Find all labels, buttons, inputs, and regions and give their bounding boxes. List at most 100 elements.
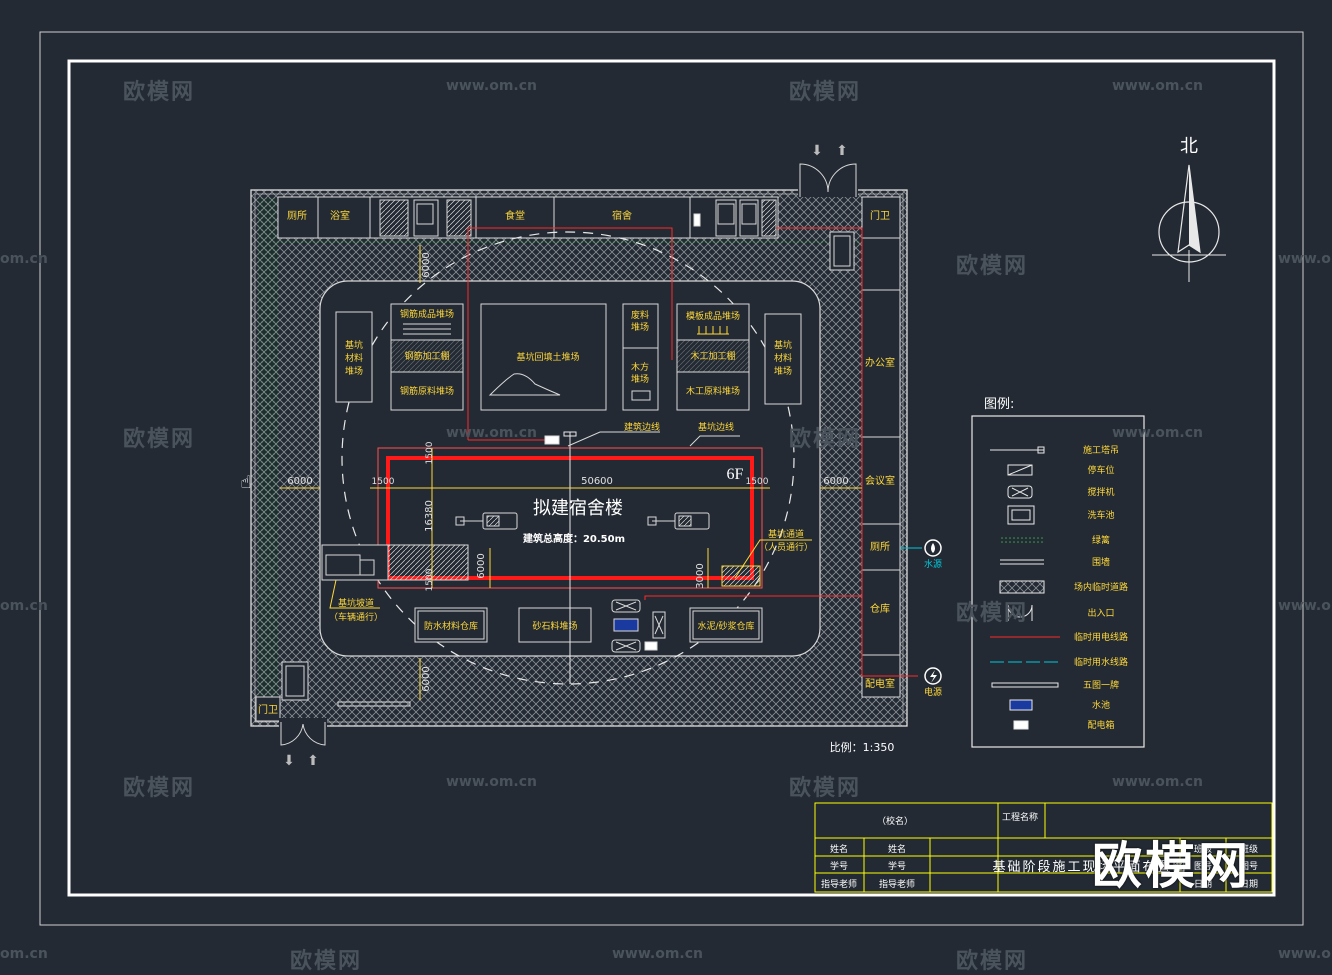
watermark-url: www.om.cn <box>1112 78 1204 94</box>
watermark-url: www.om.cn <box>1278 946 1332 962</box>
excavator-left <box>455 512 518 530</box>
legend-title: 图例: <box>984 397 1014 412</box>
pit-material-right <box>764 313 802 405</box>
watermark-url: www.om.cn <box>1278 598 1332 614</box>
svg-text:废料: 废料 <box>631 309 649 321</box>
watermark-url: www.om.cn <box>1112 425 1204 441</box>
svg-text:材料: 材料 <box>345 352 363 364</box>
dim-1500-top: 1500 <box>425 441 435 464</box>
legend-label: 围墙 <box>1092 556 1110 568</box>
watermark: 欧模网 <box>789 427 862 452</box>
dist-box-legend-icon <box>1013 720 1029 730</box>
scale-text: 比例：1:350 <box>830 740 895 754</box>
board-legend-icon <box>991 682 1059 688</box>
svg-text:学号: 学号 <box>888 860 906 872</box>
building-name: 拟建宿舍楼 <box>533 498 623 519</box>
watermark: 欧模网 <box>123 427 196 452</box>
site-wall <box>250 189 908 727</box>
svg-text:基坑: 基坑 <box>774 339 792 351</box>
svg-text:砂石料堆场: 砂石料堆场 <box>532 620 577 632</box>
room-meeting: 会议室 <box>865 474 895 487</box>
room-toilet-right: 厕所 <box>870 541 890 553</box>
building-height: 建筑总高度：20.50m <box>522 532 625 545</box>
power-source-icon <box>924 667 942 685</box>
room-bath: 浴室 <box>330 209 350 222</box>
room-dorm: 宿舍 <box>612 209 632 222</box>
dim-6000-right: 6000 <box>823 476 848 487</box>
svg-text:基坑回填土堆场: 基坑回填土堆场 <box>516 351 579 363</box>
legend-label: 施工塔吊 <box>1083 444 1119 456</box>
svg-text:材料: 材料 <box>774 352 792 364</box>
north-arrow-icon <box>1152 164 1226 282</box>
dim-1500-right: 1500 <box>746 477 769 487</box>
mixer-legend-icon <box>1007 485 1033 499</box>
watermark: 欧模网 <box>123 80 196 105</box>
legend-label: 停车位 <box>1087 464 1114 476</box>
outer-border <box>39 31 1304 926</box>
svg-text:班级: 班级 <box>1194 843 1212 855</box>
pit-line-label: 基坑边线 <box>698 421 734 433</box>
watermark-url: www.om.cn <box>1112 774 1204 790</box>
room-canteen: 食堂 <box>505 209 525 222</box>
hedge-left <box>258 198 278 696</box>
room-toilet-top: 厕所 <box>287 210 307 222</box>
watermark: 欧模网 <box>789 776 862 801</box>
cement-store <box>689 607 763 643</box>
pool-legend-icon <box>1009 699 1033 711</box>
dim-6000-left: 6000 <box>287 476 312 487</box>
room-guard-bottom: 门卫 <box>258 703 278 716</box>
dim-6000-bottom: 6000 <box>421 666 432 691</box>
water-source-icon <box>924 539 942 557</box>
drawing-title: 基础阶段施工现场平面布置图 <box>992 859 1187 874</box>
svg-text:图号: 图号 <box>1194 861 1212 872</box>
people-ramp <box>721 565 761 587</box>
ramp-people-2: （人员通行） <box>759 541 813 553</box>
legend-label: 场内临时道路 <box>1074 581 1128 593</box>
legend-label: 绿篱 <box>1092 534 1110 546</box>
legend-label: 临时用水线路 <box>1074 656 1128 668</box>
ramp-vehicle-1: 基坑坡道 <box>338 597 374 609</box>
building-floors: 6F <box>727 466 744 483</box>
svg-text:日期: 日期 <box>1194 879 1212 890</box>
ramp-vehicle-2: （车辆通行） <box>329 611 383 623</box>
backfill-yard <box>480 303 607 411</box>
svg-text:模板成品堆场: 模板成品堆场 <box>686 310 740 322</box>
ramp-people-1: 基坑通道 <box>768 528 804 540</box>
gate-legend-icon <box>1007 604 1033 621</box>
watermark-url: om.cn <box>0 251 48 267</box>
pit-material-left <box>335 311 373 403</box>
building-line-label: 建筑边线 <box>624 421 660 433</box>
parking-legend-icon <box>1007 464 1033 476</box>
legend-label: 出入口 <box>1087 607 1114 619</box>
svg-text:木方: 木方 <box>631 361 649 373</box>
svg-text:堆场: 堆场 <box>631 322 649 333</box>
top-rooms <box>277 196 779 239</box>
svg-text:姓名: 姓名 <box>888 843 906 855</box>
svg-text:堆场: 堆场 <box>345 366 363 377</box>
room-storage: 仓库 <box>870 602 890 615</box>
project-name-label: 工程名称 <box>1002 811 1038 823</box>
svg-text:堆场: 堆场 <box>631 374 649 385</box>
watermark-url: om.cn <box>0 946 48 962</box>
legend-label: 搅拌机 <box>1087 486 1114 498</box>
waste-timber-yard <box>622 303 659 411</box>
svg-text:堆场: 堆场 <box>774 366 792 377</box>
water-source-label: 水源 <box>924 558 942 570</box>
legend-label: 配电箱 <box>1087 719 1114 731</box>
legend-label: 临时用电线路 <box>1074 631 1128 643</box>
arrow-down-icon-bottom: ⬇ <box>283 753 295 769</box>
arrow-up-icon: ⬆ <box>836 143 848 159</box>
green-legend-icon <box>1000 537 1044 543</box>
legend-label: 水池 <box>1092 699 1110 711</box>
north-label: 北 <box>1180 136 1198 157</box>
arrow-up-icon-bottom: ⬆ <box>307 753 319 769</box>
room-guard-top: 门卫 <box>870 209 890 222</box>
svg-text:木工加工棚: 木工加工棚 <box>690 350 735 362</box>
watermark-url: www.om.cn <box>446 774 538 790</box>
svg-text:姓名: 姓名 <box>830 843 848 855</box>
drawing-frame <box>67 59 1276 897</box>
room-office: 办公室 <box>865 356 895 369</box>
svg-text:指导老师: 指导老师 <box>879 878 915 890</box>
dim-6000-top: 6000 <box>421 252 432 277</box>
